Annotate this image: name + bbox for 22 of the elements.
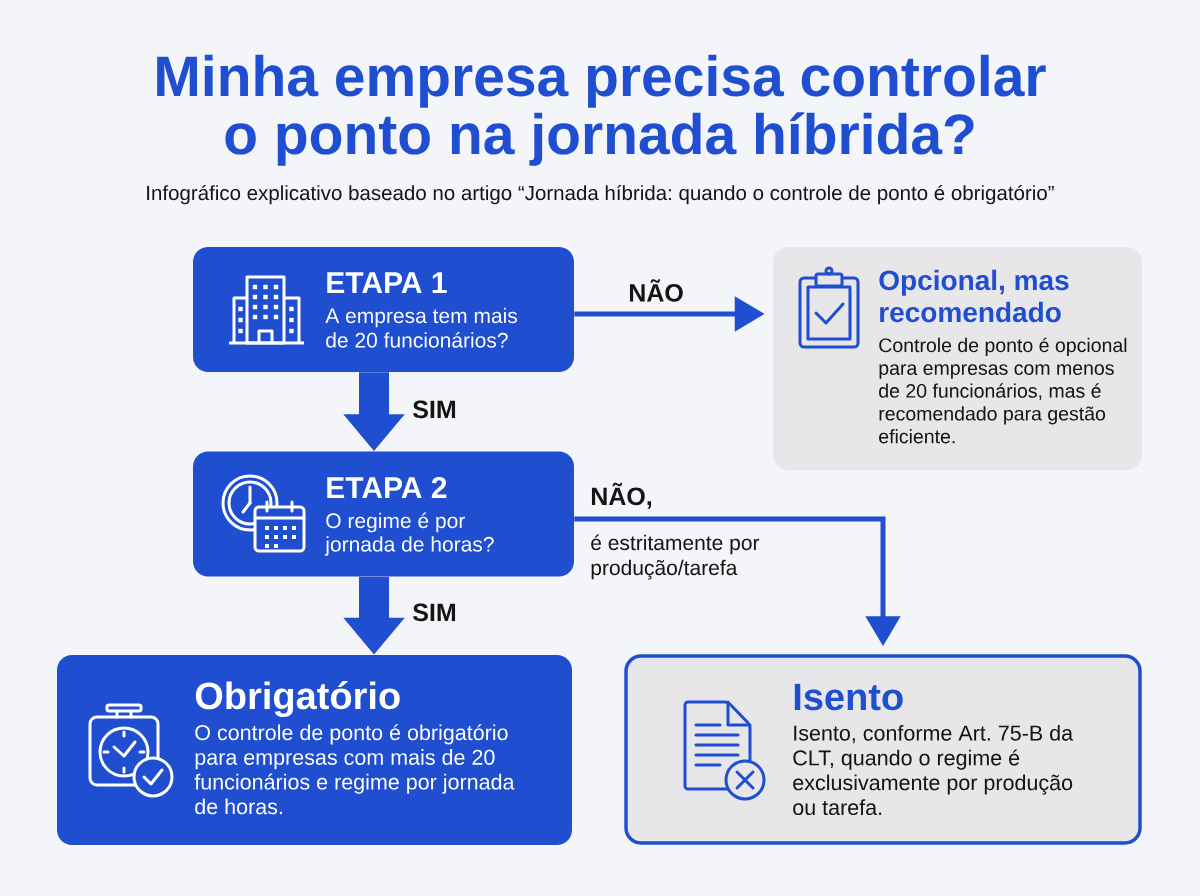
question-text: A empresa tem mais de 20 funcionários? <box>325 307 518 348</box>
result-box <box>57 655 572 845</box>
edge-label: NÃO, <box>591 482 652 509</box>
edge-label: SIM <box>413 603 456 622</box>
result-heading: Isento <box>794 683 903 711</box>
description-text: O controle de ponto é obrigatório para empresas com mais de 20 funcionários e regime por jornada de horas. <box>194 724 515 815</box>
result-heading: Opcional, mas recomendado <box>879 269 1069 323</box>
decision-box <box>193 451 574 577</box>
decision-box <box>193 247 574 372</box>
result-box <box>773 247 1142 470</box>
description-text: Controle de ponto é opcional para empresas com menos de 20 funcionários, mas é recomendado para gestão eficiente. <box>879 337 1127 444</box>
result-heading: Obrigatório <box>195 681 400 718</box>
result-box <box>624 654 1142 845</box>
edge-note: é estritamente por produção/tarefa <box>591 534 760 580</box>
description-text: Isento, conforme Art. 75-B da CLT, quando o regime é exclusivamente por produção ou tarefa. <box>793 724 1074 816</box>
subtitle: Infográfico explicativo baseado no artigo “Jornada híbrida: quando o controle de ponto é obrigatório” <box>147 184 1054 205</box>
step-heading: ETAPA 1 <box>327 272 447 293</box>
edge-label: NÃO <box>629 279 683 302</box>
step-heading: ETAPA 2 <box>327 477 447 498</box>
edge-label: SIM <box>413 400 456 419</box>
question-text: O regime é por jornada de horas? <box>324 512 494 556</box>
title: Minha empresa precisa controlar o ponto na jornada híbrida? <box>157 54 1046 166</box>
